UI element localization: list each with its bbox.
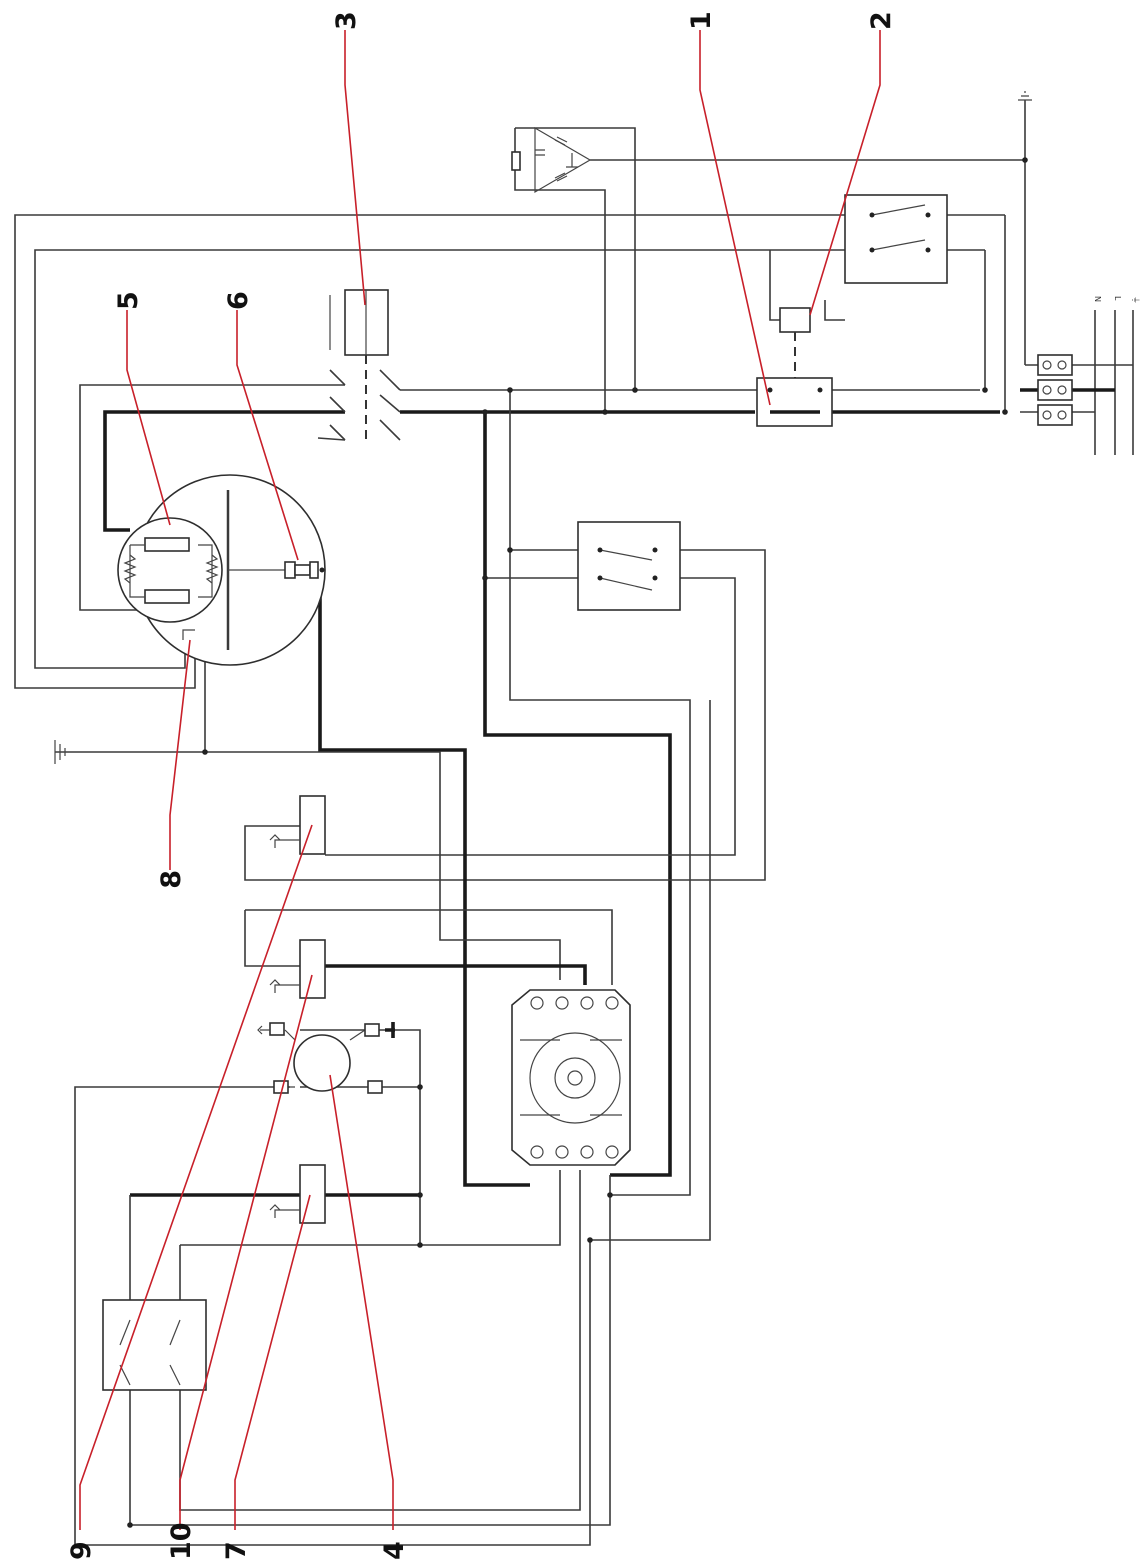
terminal-block <box>1018 91 1073 426</box>
capacitor-filter <box>511 126 592 194</box>
callout-6: 6 <box>223 291 254 310</box>
callout-8: 8 <box>156 870 187 889</box>
terminal-label-pe: ⏚ <box>1131 296 1140 304</box>
leader-lines <box>79 30 881 1530</box>
double-pole-switch-center <box>577 521 681 611</box>
callout-7: 7 <box>221 1541 252 1560</box>
terminal-label-n: N <box>1093 296 1102 302</box>
callout-2: 2 <box>866 11 897 30</box>
heater-assembly <box>117 474 326 666</box>
current-sensor-1 <box>756 377 833 427</box>
motor-compressor <box>511 989 631 1166</box>
relay-10 <box>269 939 326 999</box>
callout-10: 10 <box>166 1522 197 1560</box>
relay-9 <box>269 795 326 855</box>
callout-3: 3 <box>331 11 362 30</box>
callout-5: 5 <box>113 291 144 310</box>
relay-7 <box>269 1164 326 1224</box>
relay-coil-2 <box>779 307 811 380</box>
ground-symbol <box>54 740 66 764</box>
contactor-3 <box>317 289 401 441</box>
junction-dots <box>127 157 1028 1528</box>
callout-1: 1 <box>686 11 717 30</box>
terminal-label-l: L <box>1113 296 1122 301</box>
callout-9: 9 <box>66 1541 97 1560</box>
callout-4: 4 <box>379 1541 410 1560</box>
double-pole-switch-bottom <box>102 1299 207 1391</box>
double-pole-switch-top <box>844 194 948 284</box>
pump-4 <box>257 1022 395 1094</box>
